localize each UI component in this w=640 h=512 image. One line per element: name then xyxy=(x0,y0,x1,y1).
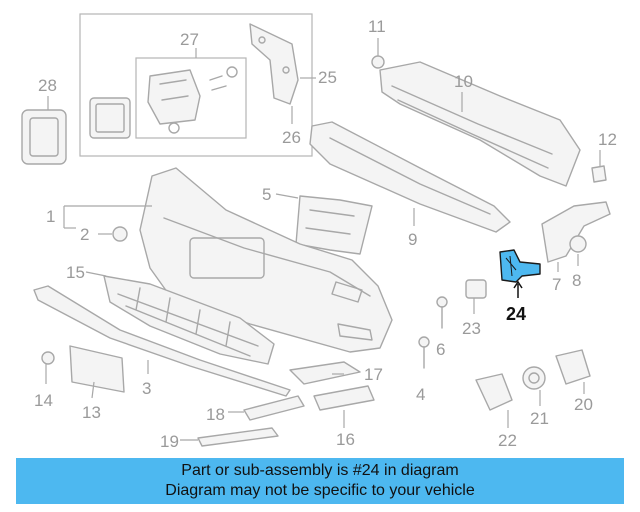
part-10-shape xyxy=(379,61,581,187)
callout-18: 18 xyxy=(206,405,225,424)
callout-10: 10 xyxy=(454,72,473,91)
sensor-bracket-group xyxy=(79,13,316,157)
callout-19: 19 xyxy=(160,432,179,451)
callout-20: 20 xyxy=(574,395,593,414)
part-3-shape xyxy=(33,285,291,397)
part-9-shape xyxy=(309,121,511,233)
callout-4: 4 xyxy=(416,385,425,404)
callout-16: 16 xyxy=(336,430,355,449)
callout-9: 9 xyxy=(408,230,417,249)
callout-26: 26 xyxy=(282,128,301,147)
banner-line-1: Part or sub-assembly is #24 in diagram xyxy=(181,462,459,479)
callout-8: 8 xyxy=(572,271,581,290)
callout-21: 21 xyxy=(530,409,549,428)
callout-14: 14 xyxy=(34,391,53,410)
callout-17: 17 xyxy=(364,365,383,384)
callout-15: 15 xyxy=(66,263,85,282)
part-20-22-shapes xyxy=(475,349,591,428)
part-23-shape xyxy=(465,279,487,314)
part-2-shape xyxy=(98,226,128,242)
callout-2: 2 xyxy=(80,225,89,244)
part-13-shape xyxy=(69,345,125,399)
callout-3: 3 xyxy=(142,379,151,398)
callout-11: 11 xyxy=(368,17,386,36)
callout-6: 6 xyxy=(436,340,445,359)
part-11-shape xyxy=(371,38,385,69)
callout-23: 23 xyxy=(462,319,481,338)
part-28-shape xyxy=(21,96,67,165)
info-banner: Part or sub-assembly is #24 in diagram D… xyxy=(16,458,624,504)
part-24-shape xyxy=(499,249,541,298)
callout-5: 5 xyxy=(262,185,271,204)
banner-line-2: Diagram may not be specific to your vehi… xyxy=(165,482,475,499)
callout-22: 22 xyxy=(498,431,517,450)
part-4-6-shapes xyxy=(418,296,448,369)
part-16-19-shapes xyxy=(180,361,375,447)
callout-24: 24 xyxy=(506,304,526,324)
part-14-shape xyxy=(41,351,55,384)
callout-7: 7 xyxy=(552,275,561,294)
callout-1: 1 xyxy=(46,207,55,226)
part-12-shape xyxy=(591,150,607,183)
part-7-8-shape xyxy=(541,201,611,272)
callout-28: 28 xyxy=(38,76,57,95)
callout-13: 13 xyxy=(82,403,101,422)
parts-diagram: 27 25 26 28 11 10 12 5 9 1 2 8 7 15 24 2… xyxy=(21,13,617,451)
callout-27: 27 xyxy=(180,30,199,49)
callout-25: 25 xyxy=(318,68,337,87)
callout-12: 12 xyxy=(598,130,617,149)
part-15-shape xyxy=(85,271,275,365)
